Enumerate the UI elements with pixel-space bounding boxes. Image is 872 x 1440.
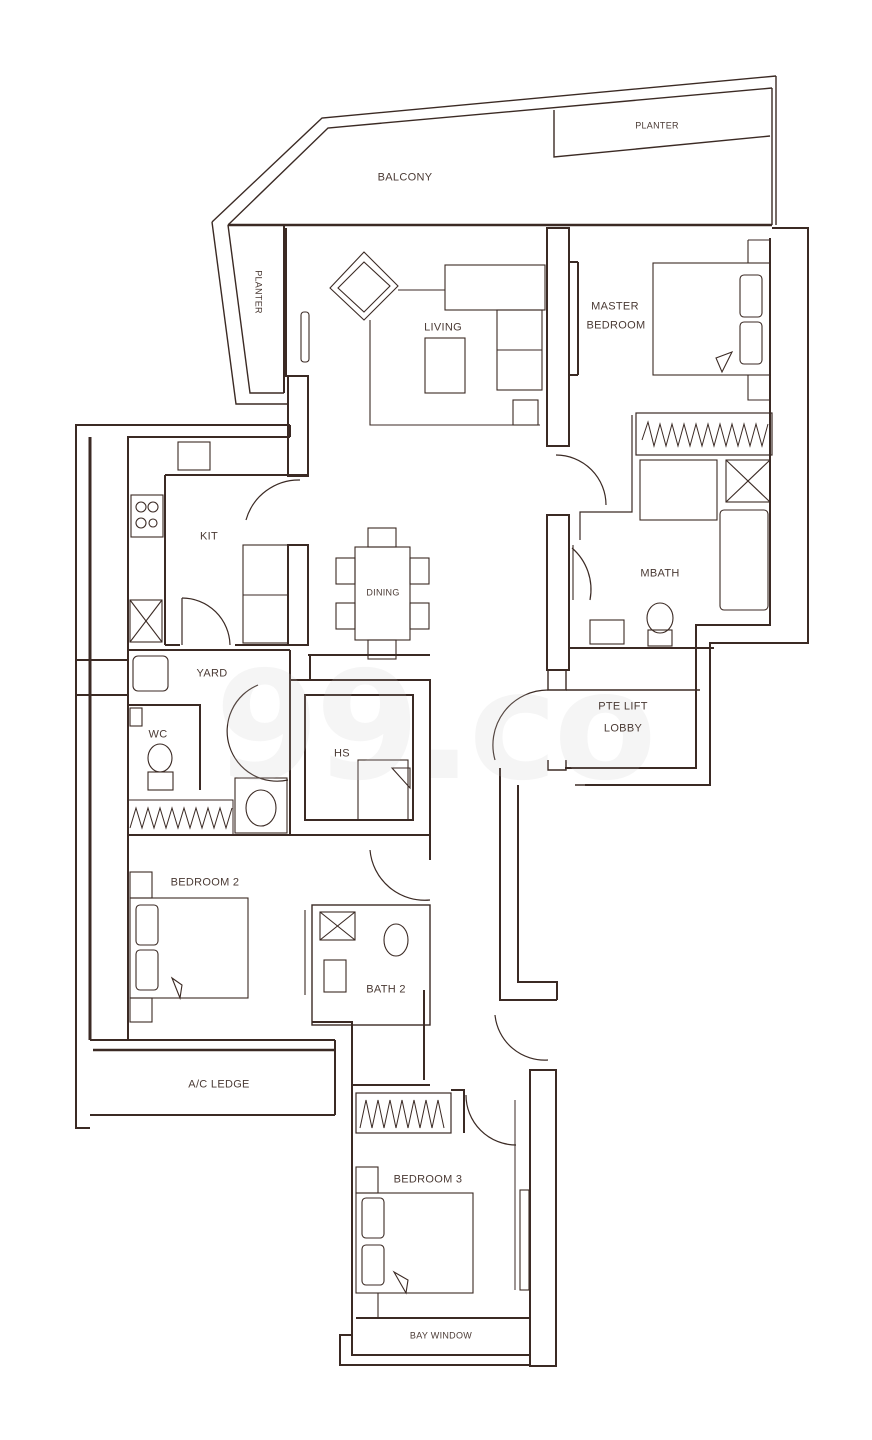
interior-walls — [128, 227, 773, 1134]
label-bath-2: BATH 2 — [366, 983, 406, 996]
living-furniture — [300, 251, 546, 426]
label-ac-ledge: A/C LEDGE — [188, 1078, 250, 1091]
dining-set — [335, 527, 430, 660]
label-bedroom-2: BEDROOM 2 — [170, 876, 240, 889]
label-dining: DINING — [366, 587, 400, 598]
master-bath-fixtures — [572, 459, 771, 647]
label-yard: YARD — [196, 667, 228, 680]
label-planter-left: PLANTER — [253, 270, 264, 314]
planter-left — [211, 221, 288, 405]
label-master-bedroom-2: BEDROOM — [586, 319, 646, 332]
kitchen-fixtures — [129, 441, 289, 644]
label-balcony: BALCONY — [377, 171, 433, 184]
bath-2-fixtures — [304, 910, 409, 995]
yard-wc-fixtures — [129, 655, 411, 834]
label-kit: KIT — [199, 530, 219, 543]
door-swings — [181, 454, 607, 1146]
bedroom-3-furniture — [355, 1166, 530, 1318]
label-pte-lift-lobby-2: LOBBY — [603, 722, 643, 735]
label-master-bedroom-1: MASTER — [591, 300, 639, 313]
label-planter-top: PLANTER — [635, 120, 679, 131]
label-wc: WC — [148, 728, 168, 741]
bedroom-2-furniture — [129, 871, 249, 1023]
balcony-outline — [211, 75, 777, 227]
wardrobe-hatching — [127, 420, 769, 1129]
label-pte-lift-lobby-1: PTE LIFT — [598, 700, 648, 713]
lift-lobby-details — [547, 670, 700, 786]
exterior-walls — [75, 227, 809, 1367]
label-living: LIVING — [424, 321, 462, 334]
label-bay-window: BAY WINDOW — [409, 1330, 473, 1341]
label-bedroom-3: BEDROOM 3 — [393, 1173, 463, 1186]
label-hs: HS — [334, 747, 350, 760]
label-mbath: MBATH — [640, 567, 680, 580]
planter-top — [553, 110, 771, 158]
master-bed — [652, 239, 771, 401]
